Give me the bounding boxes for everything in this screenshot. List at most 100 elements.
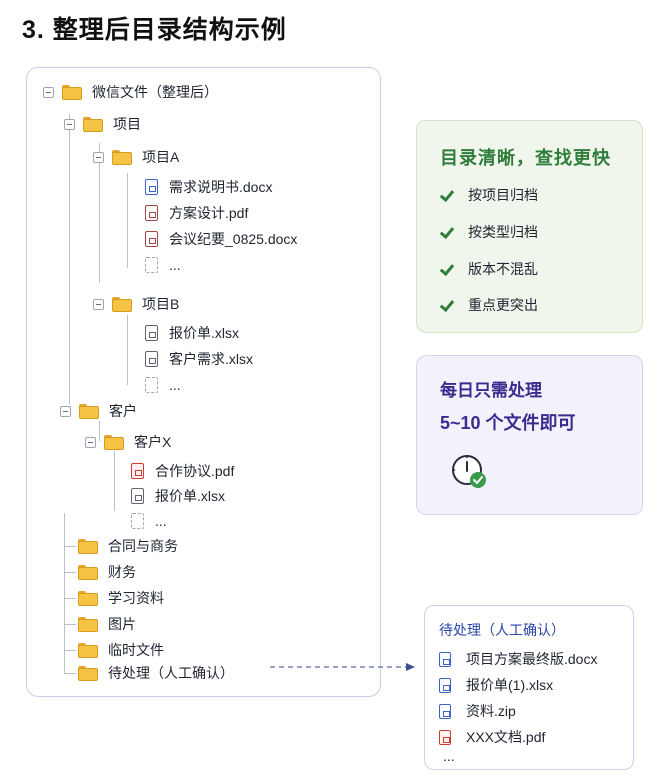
tree-node-contracts[interactable]: 合同与商务 (78, 535, 178, 557)
pending-file[interactable]: XXX文档.pdf (439, 727, 545, 747)
tree-node-project-b[interactable]: 项目B (93, 293, 179, 315)
file-name: 合作协议.pdf (155, 463, 235, 479)
file-name: ... (155, 513, 167, 529)
benefit-item: 版本不混乱 (440, 259, 538, 279)
pending-file-more: ... (443, 748, 455, 764)
more-ellipsis: ... (443, 748, 455, 764)
pending-file[interactable]: 报价单(1).xlsx (439, 675, 553, 695)
folder-icon (62, 84, 82, 100)
tree-node-label: 学习资料 (108, 590, 164, 606)
benefit-label: 按类型归档 (468, 224, 538, 240)
collapse-toggle-icon[interactable] (93, 151, 104, 163)
file-name: ... (169, 377, 181, 393)
daily-line-1: 每日只需处理 (440, 381, 542, 400)
check-icon (440, 225, 454, 239)
tree-connector (64, 624, 76, 625)
page-title: 3. 整理后目录结构示例 (22, 16, 287, 44)
benefit-item: 重点更突出 (440, 295, 538, 315)
collapse-toggle-icon[interactable] (85, 436, 96, 448)
tree-file[interactable]: 报价单.xlsx (131, 485, 225, 507)
pending-heading: 待处理（人工确认） (439, 622, 565, 638)
document-file-icon (145, 231, 158, 247)
tree-connector (99, 421, 100, 441)
file-name: XXX文档.pdf (466, 729, 546, 745)
tree-node-label: 图片 (108, 616, 136, 632)
tree-node-images[interactable]: 图片 (78, 613, 136, 635)
tree-connector (127, 173, 128, 268)
tree-file[interactable]: ... (145, 254, 181, 276)
check-icon (440, 188, 454, 202)
tree-file[interactable]: ... (145, 374, 181, 396)
file-name: 会议纪要_0825.docx (169, 231, 298, 247)
tree-node-label: 项目A (142, 149, 180, 165)
tree-node-label: 临时文件 (108, 642, 164, 658)
check-icon (440, 298, 454, 312)
tree-file[interactable]: ... (131, 510, 167, 532)
document-file-icon (439, 651, 451, 667)
tree-node-root[interactable]: 微信文件（整理后） (43, 81, 218, 103)
file-name: ... (169, 257, 181, 273)
tree-node-project[interactable]: 项目 (64, 113, 141, 135)
file-name: 报价单.xlsx (169, 325, 239, 341)
word-file-icon (145, 179, 158, 195)
tree-node-customer-x[interactable]: 客户X (85, 431, 171, 453)
daily-line-2: 5~10 个文件即可 (440, 413, 576, 433)
collapse-toggle-icon[interactable] (60, 405, 71, 417)
dashed-arrow (270, 663, 415, 671)
tree-node-label: 合同与商务 (108, 538, 178, 554)
folder-icon (78, 665, 98, 681)
tree-node-learning[interactable]: 学习资料 (78, 587, 164, 609)
tree-file[interactable]: 客户需求.xlsx (145, 348, 253, 370)
tree-connector (64, 513, 65, 673)
blank-file-icon (131, 513, 144, 529)
tree-file[interactable]: 会议纪要_0825.docx (145, 228, 297, 250)
pending-files-card: 待处理（人工确认） 项目方案最终版.docx 报价单(1).xlsx 资料.zi… (424, 605, 634, 770)
pdf-file-icon (131, 463, 144, 479)
tree-node-label: 客户X (134, 434, 172, 450)
folder-icon (78, 538, 98, 554)
tree-node-customer[interactable]: 客户 (60, 400, 137, 422)
folder-icon (104, 434, 124, 450)
tree-node-label: 项目 (113, 116, 141, 132)
pdf-file-icon (439, 729, 451, 745)
benefit-label: 重点更突出 (468, 297, 538, 313)
tree-file[interactable]: 方案设计.pdf (145, 202, 248, 224)
tree-connector (64, 572, 76, 573)
pending-file[interactable]: 资料.zip (439, 701, 516, 721)
tree-connector (127, 315, 128, 385)
tree-connector (64, 546, 76, 547)
folder-icon (112, 149, 132, 165)
tree-connector (64, 673, 76, 674)
spreadsheet-file-icon (145, 351, 158, 367)
benefits-card: 目录清晰，查找更快 按项目归档 按类型归档 版本不混乱 重点更突出 (416, 120, 643, 333)
folder-icon (78, 564, 98, 580)
tree-file[interactable]: 合作协议.pdf (131, 460, 234, 482)
blank-file-icon (145, 257, 158, 273)
benefit-label: 按项目归档 (468, 187, 538, 203)
collapse-toggle-icon[interactable] (43, 86, 54, 98)
tree-node-pending[interactable]: 待处理（人工确认） (78, 662, 234, 684)
document-file-icon (439, 677, 451, 693)
pending-file[interactable]: 项目方案最终版.docx (439, 649, 597, 669)
tree-file[interactable]: 报价单.xlsx (145, 322, 239, 344)
collapse-toggle-icon[interactable] (93, 298, 104, 310)
tree-node-finance[interactable]: 财务 (78, 561, 136, 583)
benefits-heading: 目录清晰，查找更快 (440, 148, 611, 168)
file-name: 报价单(1).xlsx (466, 677, 554, 693)
tree-node-temp[interactable]: 临时文件 (78, 639, 164, 661)
tree-connector (64, 598, 76, 599)
benefit-item: 按项目归档 (440, 185, 538, 205)
tree-file[interactable]: 需求说明书.docx (145, 176, 272, 198)
tree-connector (99, 143, 100, 283)
tree-node-label: 待处理（人工确认） (108, 665, 234, 681)
file-name: 报价单.xlsx (155, 488, 225, 504)
folder-icon (112, 296, 132, 312)
benefit-label: 版本不混乱 (468, 261, 538, 277)
collapse-toggle-icon[interactable] (64, 118, 75, 130)
tree-node-label: 微信文件（整理后） (92, 84, 218, 100)
file-name: 项目方案最终版.docx (466, 651, 598, 667)
tree-node-project-a[interactable]: 项目A (93, 146, 179, 168)
file-name: 客户需求.xlsx (169, 351, 253, 367)
file-name: 资料.zip (466, 703, 516, 719)
directory-tree-panel: 微信文件（整理后） 项目 项目A 需求说明书.docx 方案设计.pdf 会议纪… (26, 67, 381, 697)
